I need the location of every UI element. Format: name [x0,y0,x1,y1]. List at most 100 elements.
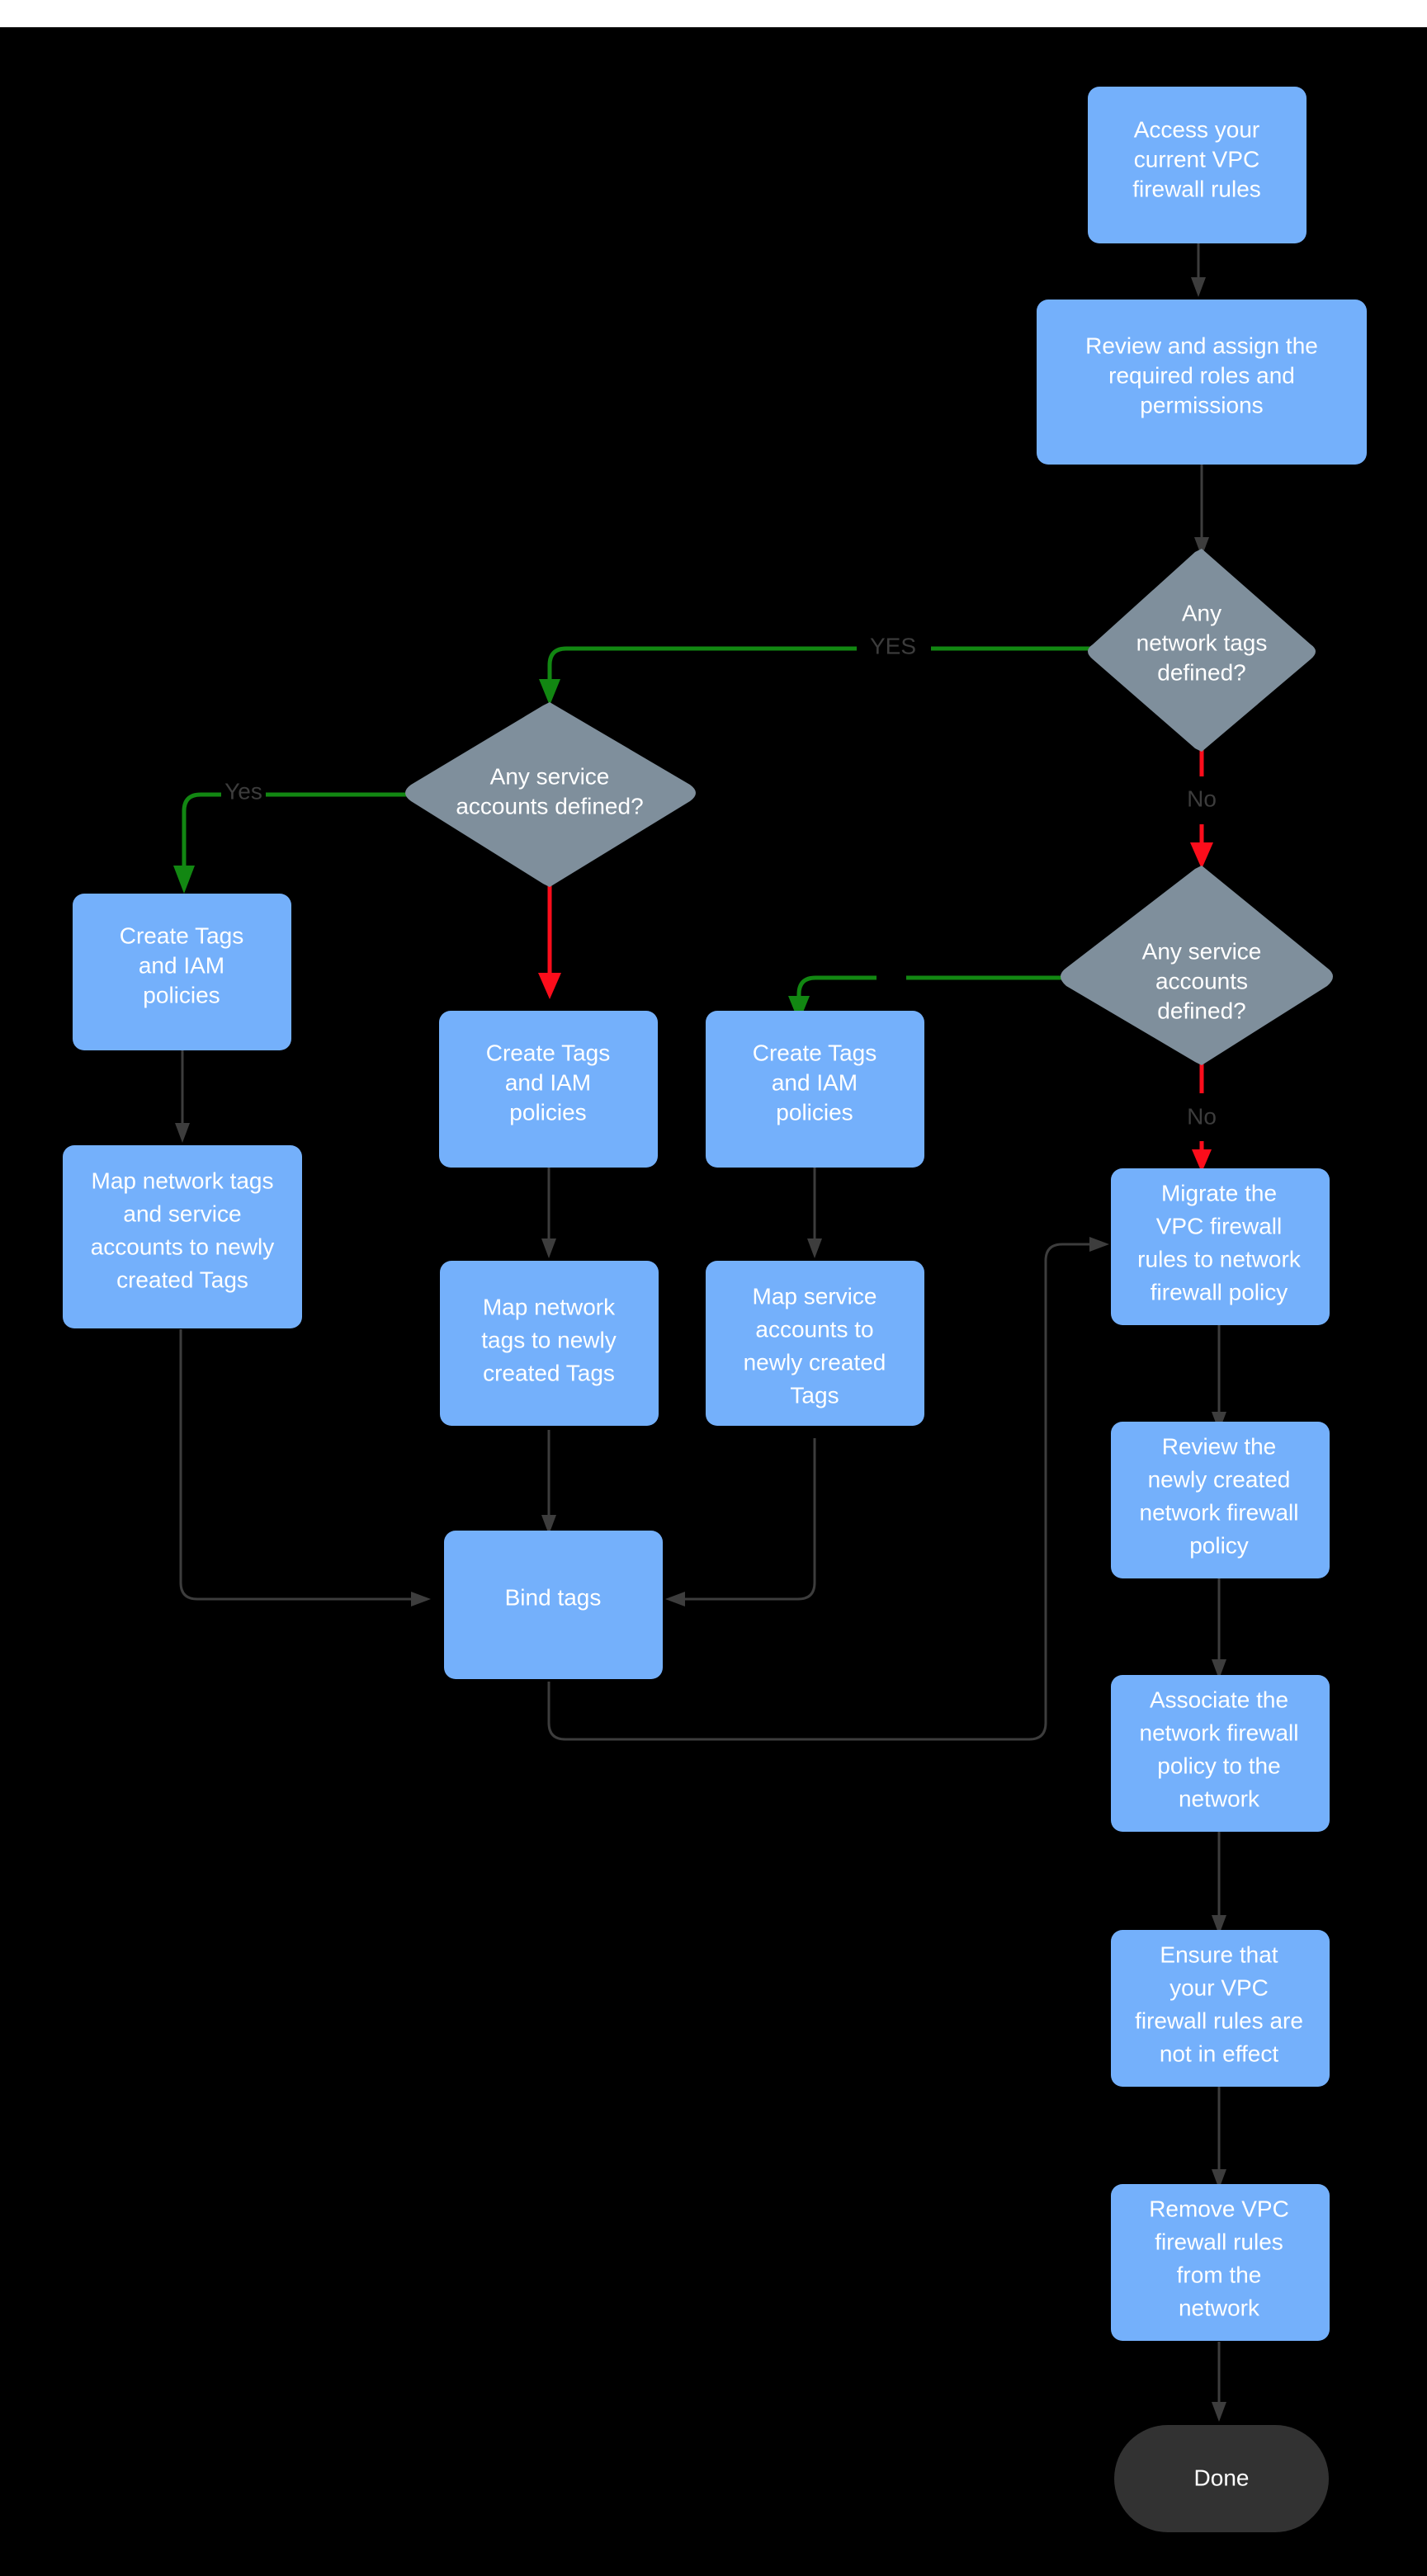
edge-network-tags-yes-to-service-accounts-left [539,646,1091,705]
edge-label-yes-left: Yes [224,778,262,804]
edge-label-no-lower: No [1187,1103,1217,1129]
node-shape-decision[interactable] [1061,866,1333,1065]
node-text-line: network firewall [1140,1499,1299,1525]
node-text-line: Any service [490,763,610,789]
node-text-line: Map network [483,1294,616,1319]
node-text-line: network [1179,1786,1260,1811]
node-text-line: Review and assign the [1085,333,1318,358]
node-text-line: accounts to [755,1316,873,1342]
node-text-line: Create Tags [120,922,243,948]
node-text-line: and IAM [139,952,224,978]
node-text-line: from the [1177,2262,1262,2287]
edge-bind-tags-to-migrate [547,1237,1109,1741]
edge-label-yes-upper: YES [870,633,916,658]
edge-service-accounts-left-no-to-create-tags-middle [538,881,561,999]
edge-review-policy-to-associate [1212,1574,1226,1679]
node-review-newly-created-network-firewall-policy[interactable]: Review the newly created network firewal… [1111,1422,1330,1578]
nodes-layer: Access your current VPC firewall rules R… [63,87,1367,2532]
edge-migrate-to-review-policy [1212,1321,1226,1432]
node-map-network-tags-to-newly-created-tags[interactable]: Map network tags to newly created Tags [440,1261,659,1426]
node-text-line: network [1179,2295,1260,2320]
node-shape-process[interactable] [444,1531,663,1679]
edge-map-network-tags-to-bind-tags [541,1430,556,1535]
node-done-terminal[interactable]: Done [1114,2425,1329,2532]
node-map-network-tags-and-service-accounts[interactable]: Map network tags and service accounts to… [63,1145,302,1328]
node-text-line: Access your [1134,116,1260,142]
node-text-line: network firewall [1140,1720,1299,1745]
node-ensure-vpc-firewall-rules-not-in-effect[interactable]: Ensure that your VPC firewall rules are … [1111,1930,1330,2087]
node-create-tags-and-iam-policies-left[interactable]: Create Tags and IAM policies [73,894,291,1050]
edge-map-service-accounts-to-bind-tags [665,1438,816,1606]
node-shape-process[interactable] [1037,300,1367,465]
edge-label-no-upper: No [1187,786,1217,811]
edge-service-accounts-right-yes-to-create-tags-right [788,975,1063,1022]
node-associate-network-firewall-policy-to-network[interactable]: Associate the network firewall policy to… [1111,1675,1330,1832]
node-shape-process[interactable] [1111,1422,1330,1578]
node-migrate-vpc-firewall-rules-to-network-firewall-policy[interactable]: Migrate the VPC firewall rules to networ… [1111,1168,1330,1325]
edge-service-accounts-left-yes-to-create-tags-left [173,792,408,894]
node-text-line: current VPC [1134,146,1260,172]
node-shape-process[interactable] [1111,1930,1330,2087]
edge-map-both-to-bind-tags [179,1329,431,1606]
node-text-line: policy [1189,1532,1249,1558]
node-text-line: created Tags [483,1360,615,1385]
node-shape-process[interactable] [1111,2184,1330,2341]
node-shape-process[interactable] [1111,1168,1330,1325]
node-text-line: accounts to newly [91,1234,275,1259]
node-any-service-accounts-defined-left-question[interactable]: Any service accounts defined? [405,702,696,887]
node-shape-process[interactable] [1111,1675,1330,1832]
node-any-service-accounts-defined-right-question[interactable]: Any service accounts defined? [1061,866,1333,1065]
node-text-line: Map service [753,1283,877,1309]
node-any-network-tags-defined-question[interactable]: Any network tags defined? [1088,549,1316,752]
node-shape-decision[interactable] [1088,549,1316,752]
node-create-tags-and-iam-policies-middle[interactable]: Create Tags and IAM policies [439,1011,658,1168]
node-text-line: Create Tags [486,1040,610,1065]
node-text-line: Associate the [1150,1687,1288,1712]
edge-associate-to-ensure [1212,1830,1226,1935]
node-text-line: Tags [790,1382,839,1408]
node-create-tags-and-iam-policies-right[interactable]: Create Tags and IAM policies [706,1011,924,1168]
node-text-line: policies [509,1099,586,1125]
node-text-line: Bind tags [505,1584,602,1610]
edges-layer [173,243,1226,2422]
node-text-line: Create Tags [753,1040,877,1065]
node-text-line: Migrate the [1161,1180,1277,1205]
flowchart-canvas: YES Yes No No Access your current VPC fi… [0,27,1427,2576]
node-text-line: Remove VPC [1149,2196,1289,2221]
node-text-line: VPC firewall [1156,1213,1282,1238]
node-text-line: Done [1194,2465,1250,2490]
node-shape-terminal[interactable] [1114,2425,1329,2532]
node-shape-decision[interactable] [405,702,696,887]
node-text-line: accounts defined? [456,793,643,819]
node-text-line: newly created [744,1349,886,1375]
node-shape-process[interactable] [73,894,291,1050]
node-shape-process[interactable] [439,1011,658,1168]
node-access-your-current-vpc-firewall-rules[interactable]: Access your current VPC firewall rules [1088,87,1307,243]
node-text-line: Any service [1142,938,1262,964]
node-text-line: tags to newly [481,1327,616,1352]
node-map-service-accounts-to-newly-created-tags[interactable]: Map service accounts to newly created Ta… [706,1261,924,1426]
node-text-line: and service [123,1201,241,1226]
node-text-line: Any [1182,600,1221,625]
edge-labels-layer: YES Yes No No [224,633,1217,1129]
node-shape-process[interactable] [63,1145,302,1328]
node-shape-process[interactable] [706,1011,924,1168]
node-remove-vpc-firewall-rules-from-network[interactable]: Remove VPC firewall rules from the netwo… [1111,2184,1330,2341]
node-text-line: firewall rules [1155,2229,1283,2254]
node-review-and-assign-roles-permissions[interactable]: Review and assign the required roles and… [1037,300,1367,465]
node-text-line: defined? [1157,998,1245,1023]
node-shape-process[interactable] [440,1261,659,1426]
node-shape-process[interactable] [706,1261,924,1426]
node-text-line: newly created [1148,1466,1291,1492]
node-text-line: policy to the [1157,1753,1280,1778]
node-text-line: firewall rules [1132,176,1261,201]
node-text-line: rules to network [1137,1246,1302,1271]
node-text-line: and IAM [505,1069,591,1095]
edge-remove-to-done [1212,2342,1226,2422]
edge-ensure-to-remove [1212,2086,1226,2189]
node-text-line: network tags [1136,630,1268,655]
node-shape-process[interactable] [1088,87,1307,243]
edge-access-to-review-roles [1191,243,1206,297]
node-bind-tags[interactable]: Bind tags [444,1531,663,1679]
